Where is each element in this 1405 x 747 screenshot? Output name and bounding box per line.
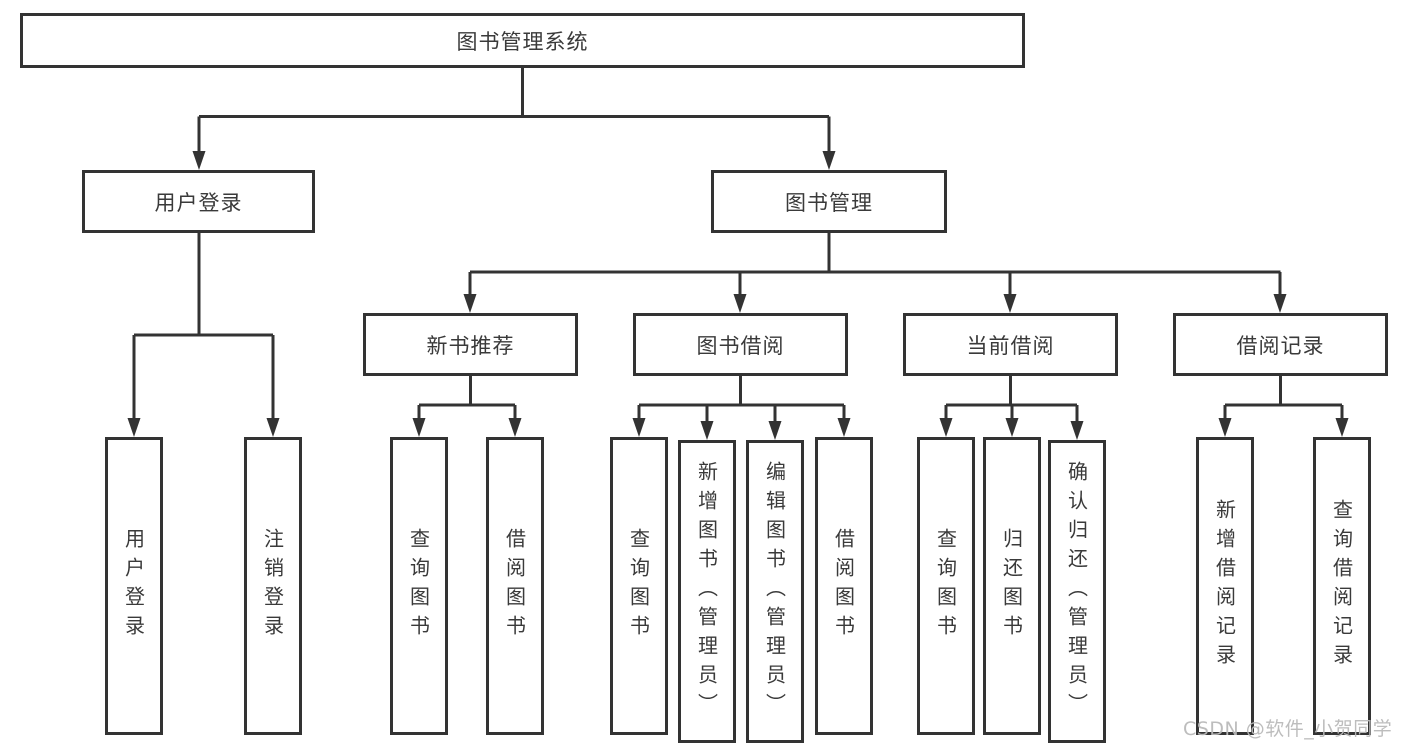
node-user-login: 用户登录	[82, 170, 315, 233]
leaf-user-login: 用户登录	[105, 437, 163, 735]
leaf-return-book: 归还图书	[983, 437, 1041, 735]
leaf-query-book-2: 查询图书	[610, 437, 668, 735]
leaf-add-book-admin: 新增图书（管理员）	[678, 440, 736, 743]
node-library-system: 图书管理系统	[20, 13, 1025, 68]
csdn-watermark: CSDN @软件_小贺同学	[1183, 718, 1393, 740]
leaf-borrow-book-2: 借阅图书	[815, 437, 873, 735]
node-borrow-record: 借阅记录	[1173, 313, 1388, 376]
leaf-add-borrow-record: 新增借阅记录	[1196, 437, 1254, 735]
leaf-confirm-return-admin: 确认归还（管理员）	[1048, 440, 1106, 743]
leaf-query-book-3: 查询图书	[917, 437, 975, 735]
leaf-borrow-book-1: 借阅图书	[486, 437, 544, 735]
node-new-book-recommend: 新书推荐	[363, 313, 578, 376]
node-book-borrow: 图书借阅	[633, 313, 848, 376]
node-current-borrow: 当前借阅	[903, 313, 1118, 376]
node-book-management: 图书管理	[711, 170, 947, 233]
leaf-logout: 注销登录	[244, 437, 302, 735]
leaf-query-borrow-record: 查询借阅记录	[1313, 437, 1371, 735]
leaf-query-book-1: 查询图书	[390, 437, 448, 735]
leaf-edit-book-admin: 编辑图书（管理员）	[746, 440, 804, 743]
